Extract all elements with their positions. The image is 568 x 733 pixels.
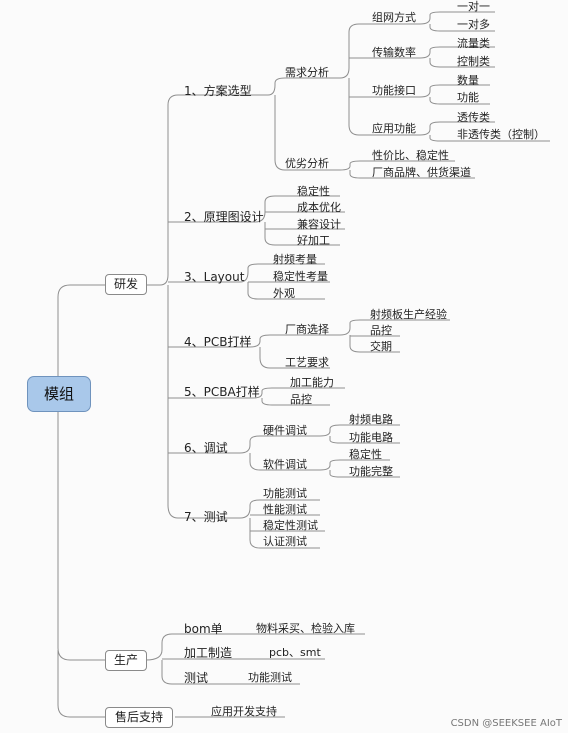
node-function: 功能 <box>457 91 479 104</box>
branch-after-sales: 售后支持 <box>105 707 173 728</box>
node-cost-stability: 性价比、稳定性 <box>372 149 449 162</box>
node-easy-processing: 好加工 <box>297 234 330 247</box>
node-one-to-many: 一对多 <box>457 18 490 31</box>
node-vendor-selection: 厂商选择 <box>285 323 329 336</box>
node-material-purchase: 物料采买、检验入库 <box>256 622 355 635</box>
node-testing: 7、测试 <box>184 510 228 524</box>
root-node: 模组 <box>27 376 91 412</box>
node-sw-stability: 稳定性 <box>349 448 382 461</box>
node-requirement-analysis: 需求分析 <box>285 66 329 79</box>
node-pcb-prototype: 4、PCB打样 <box>184 335 252 349</box>
node-schematic-design: 2、原理图设计 <box>184 210 264 224</box>
node-layout: 3、Layout <box>184 270 245 284</box>
node-networking-mode: 组网方式 <box>372 11 416 24</box>
node-transparent-type: 透传类 <box>457 111 490 124</box>
node-flow-type: 流量类 <box>457 37 490 50</box>
node-stability-test: 稳定性测试 <box>263 519 318 532</box>
node-pcb-smt: pcb、smt <box>269 646 321 659</box>
branch-production: 生产 <box>105 650 147 671</box>
node-software-debugging: 软件调试 <box>263 458 307 471</box>
node-rf-board-experience: 射频板生产经验 <box>370 308 447 321</box>
node-compatibility-design: 兼容设计 <box>297 218 341 231</box>
node-certification-test: 认证测试 <box>263 535 307 548</box>
node-debugging: 6、调试 <box>184 441 228 455</box>
node-cost-optimization: 成本优化 <box>297 201 341 214</box>
node-manufacturing: 加工制造 <box>184 646 233 660</box>
node-function-circuit: 功能电路 <box>349 431 393 444</box>
node-one-to-one: 一对一 <box>457 0 490 13</box>
node-solution-selection: 1、方案选型 <box>184 84 252 98</box>
node-process-requirement: 工艺要求 <box>285 356 329 369</box>
node-functional-test: 功能测试 <box>263 487 307 500</box>
node-quality-control: 品控 <box>370 324 392 337</box>
node-prod-test: 测试 <box>184 671 209 685</box>
node-function-interface: 功能接口 <box>372 84 416 97</box>
node-prod-functional-test: 功能测试 <box>248 671 292 684</box>
node-control-type: 控制类 <box>457 55 490 68</box>
node-quantity: 数量 <box>457 74 479 87</box>
node-brand-supply: 厂商品牌、供货渠道 <box>372 166 471 179</box>
node-non-transparent-type: 非透传类（控制） <box>457 128 545 141</box>
node-rf-consideration: 射频考量 <box>273 253 317 266</box>
node-bom: bom单 <box>184 622 223 636</box>
node-delivery-time: 交期 <box>370 340 392 353</box>
node-pros-cons: 优劣分析 <box>285 157 329 170</box>
node-processing-capability: 加工能力 <box>290 376 334 389</box>
node-application-function: 应用功能 <box>372 122 416 135</box>
node-performance-test: 性能测试 <box>263 503 307 516</box>
node-appearance: 外观 <box>273 287 295 300</box>
node-pcba-prototype: 5、PCBA打样 <box>184 385 260 399</box>
node-rf-circuit: 射频电路 <box>349 413 393 426</box>
node-pcba-quality-control: 品控 <box>290 393 312 406</box>
branch-rd: 研发 <box>105 274 147 295</box>
node-app-dev-support: 应用开发支持 <box>211 705 277 718</box>
watermark: CSDN @SEEKSEE AIoT <box>450 718 562 729</box>
node-transmission-rate: 传输数率 <box>372 46 416 59</box>
node-function-complete: 功能完整 <box>349 465 393 478</box>
node-stability-consideration: 稳定性考量 <box>273 270 328 283</box>
node-hardware-debugging: 硬件调试 <box>263 424 307 437</box>
node-stability: 稳定性 <box>297 185 330 198</box>
